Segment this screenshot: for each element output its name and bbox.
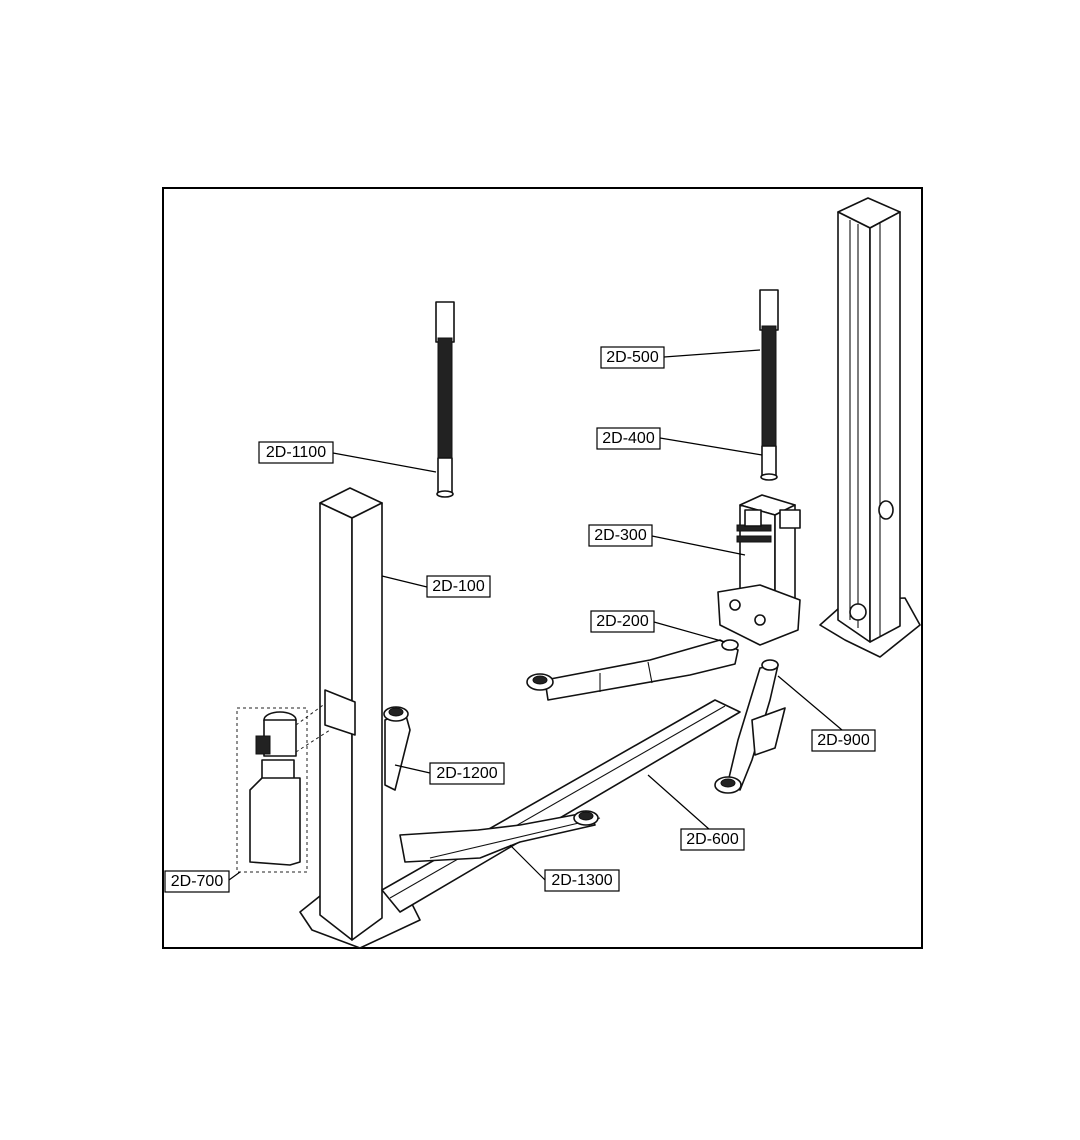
label-2d-100: 2D-100 xyxy=(426,575,491,598)
svg-text:2D-100: 2D-100 xyxy=(432,578,485,595)
label-2d-600: 2D-600 xyxy=(680,828,745,851)
svg-text:2D-900: 2D-900 xyxy=(817,732,870,749)
label-2d-1200: 2D-1200 xyxy=(429,762,505,785)
svg-text:2D-400: 2D-400 xyxy=(602,430,655,447)
power-unit xyxy=(236,689,356,873)
svg-text:2D-1300: 2D-1300 xyxy=(551,872,612,889)
cylinder-left xyxy=(435,301,455,498)
label-2d-1300: 2D-1300 xyxy=(544,869,620,892)
leader-lines xyxy=(228,349,843,881)
svg-text:2D-500: 2D-500 xyxy=(606,349,659,366)
svg-text:2D-200: 2D-200 xyxy=(596,613,649,630)
short-arm-right xyxy=(526,639,739,701)
long-arm xyxy=(381,699,741,913)
left-column xyxy=(299,487,421,949)
cylinder-right xyxy=(759,289,779,481)
label-2d-500: 2D-500 xyxy=(600,346,665,369)
short-arm-left xyxy=(383,706,411,791)
label-2d-700: 2D-700 xyxy=(164,870,230,893)
label-2d-400: 2D-400 xyxy=(596,427,661,450)
label-2d-900: 2D-900 xyxy=(811,729,876,752)
right-column xyxy=(819,197,921,658)
svg-text:2D-1100: 2D-1100 xyxy=(266,444,326,461)
svg-text:2D-700: 2D-700 xyxy=(171,873,224,890)
label-2d-1100: 2D-1100 xyxy=(258,441,334,464)
long-arm-right xyxy=(714,659,786,794)
svg-text:2D-600: 2D-600 xyxy=(686,831,739,848)
label-2d-300: 2D-300 xyxy=(588,524,653,547)
carriage xyxy=(717,494,801,646)
svg-text:2D-300: 2D-300 xyxy=(594,527,647,544)
label-2d-200: 2D-200 xyxy=(590,610,655,633)
svg-text:2D-1200: 2D-1200 xyxy=(436,765,497,782)
